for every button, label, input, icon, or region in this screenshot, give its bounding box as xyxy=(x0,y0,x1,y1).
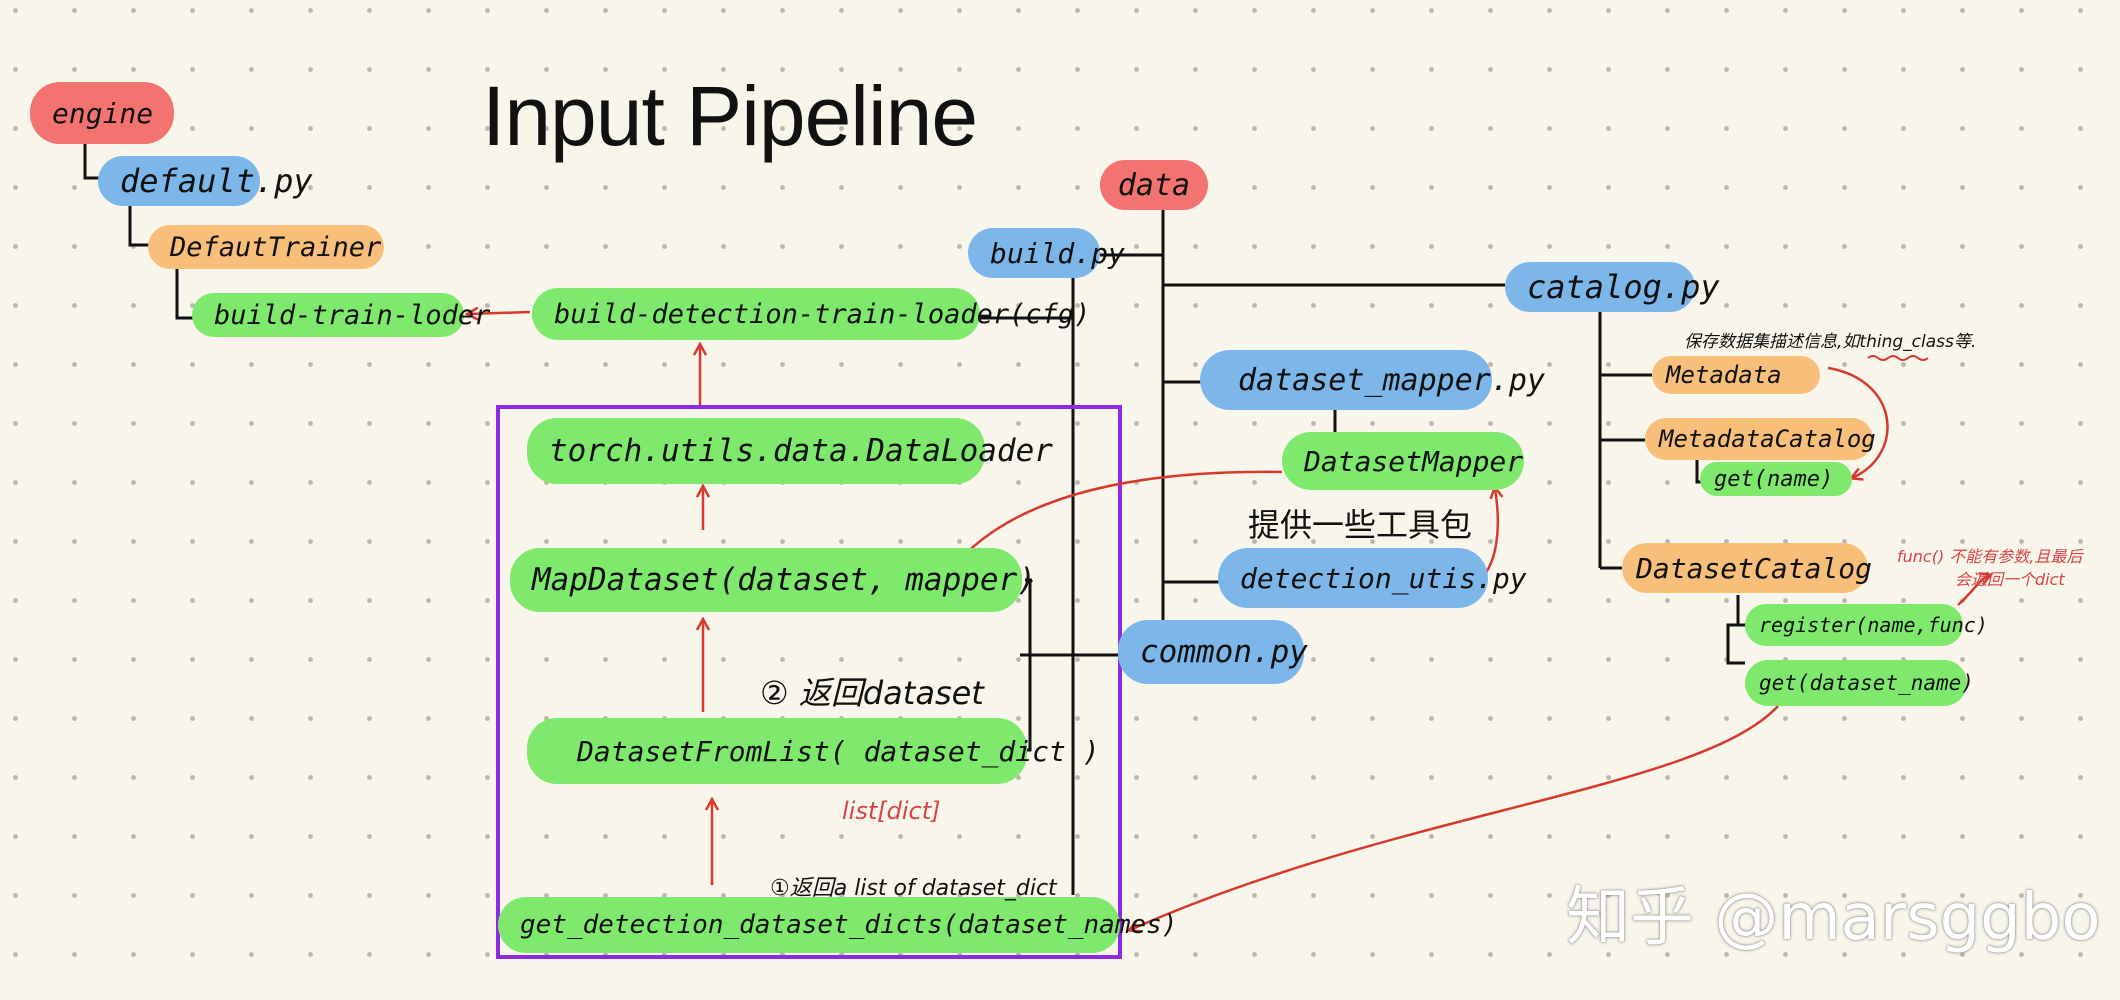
dataset-mapper-node: DatasetMapper xyxy=(1282,432,1524,490)
default-trainer-node: DefautTrainer xyxy=(148,225,384,269)
metadata-catalog-node: MetadataCatalog xyxy=(1645,418,1876,460)
list-dict-note: list[dict] xyxy=(842,797,941,825)
dataset-catalog-node: DatasetCatalog xyxy=(1622,543,1872,593)
engine-tree-lines xyxy=(83,142,195,320)
metadata-node: Metadata xyxy=(1652,356,1820,394)
common-py-node: common.py xyxy=(1118,620,1308,684)
page-title: Input Pipeline xyxy=(482,69,978,163)
catalog-py-node: catalog.py xyxy=(1505,262,1720,312)
register-node: register(name,func) xyxy=(1745,604,1988,646)
map-dataset-node: MapDataset(dataset, mapper) xyxy=(510,548,1036,612)
dataset-mapper-py-node: dataset_mapper.py xyxy=(1200,350,1545,410)
func-note-line2: 会返回一个dict xyxy=(1955,570,2065,589)
get-name-node: get(name) xyxy=(1700,462,1852,496)
build-py-node: build.py xyxy=(968,228,1125,278)
dataset-from-list-node: DatasetFromList( dataset_dict ) xyxy=(527,718,1100,784)
watermark: 知乎 @marsggbo xyxy=(1566,881,2101,955)
build-train-loader-node: build-train-loder xyxy=(192,293,490,337)
tools-note: 提供一些工具包 xyxy=(1248,506,1473,544)
func-note-line1: func() 不能有参数,且最后 xyxy=(1897,547,2083,566)
dataloader-node: torch.utils.data.DataLoader xyxy=(527,418,1053,484)
engine-node: engine xyxy=(30,82,174,144)
detection-utils-py-node: detection_utis.py xyxy=(1218,548,1527,608)
data-node: data xyxy=(1100,160,1208,210)
return-list-note: ①返回a list of dataset_dict xyxy=(770,876,1057,901)
default-py-node: default.py xyxy=(98,156,313,206)
pipeline-box xyxy=(496,405,1122,959)
metadata-desc-note: 保存数据集描述信息,如thing_class等. xyxy=(1684,332,1977,352)
get-detection-dataset-dicts-node: get_detection_dataset_dicts(dataset_name… xyxy=(498,897,1177,953)
return-dataset-note: ② 返回dataset xyxy=(760,674,984,712)
get-dataset-name-node: get(dataset_name) xyxy=(1745,660,1974,706)
build-detection-train-loader-node: build-detection-train-loader(cfg) xyxy=(532,288,1090,340)
